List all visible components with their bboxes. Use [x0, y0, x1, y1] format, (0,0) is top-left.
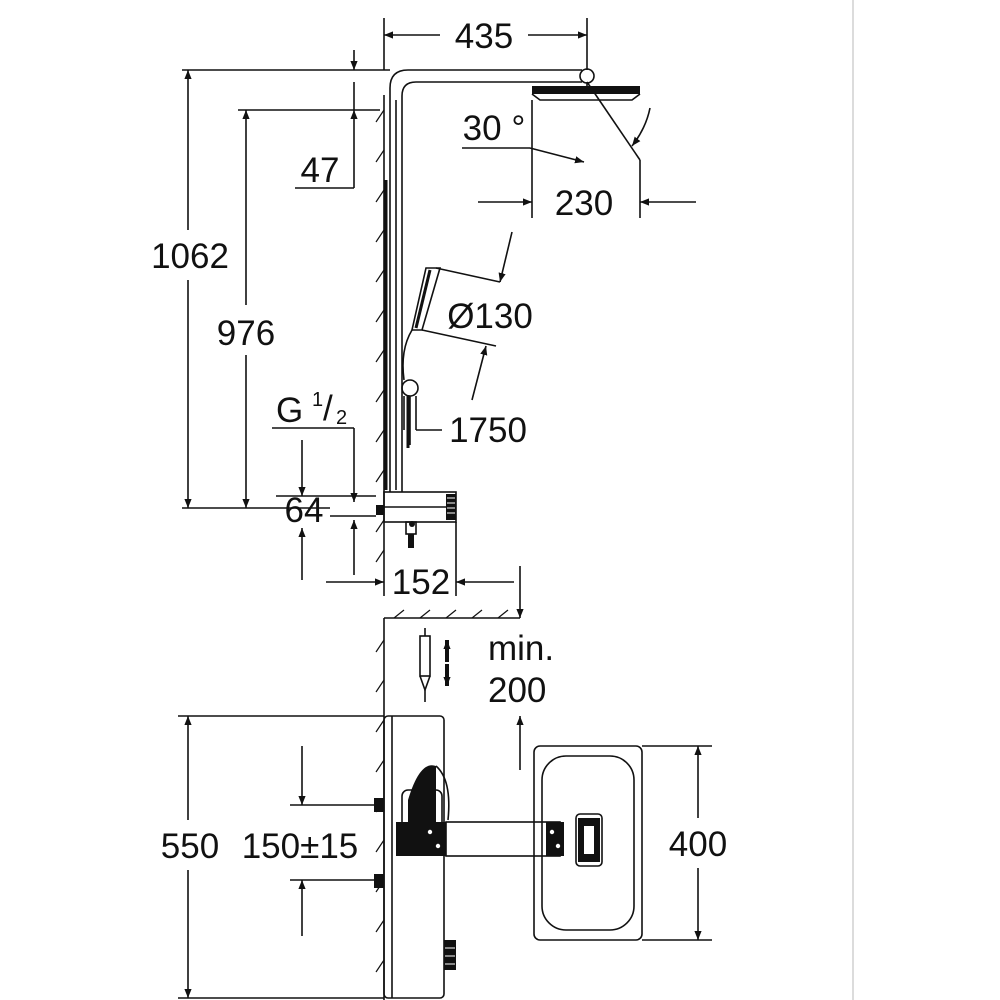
side-view: 435 1062 976 47 — [151, 17, 696, 602]
connection-numerator: 1 — [312, 389, 323, 411]
dim-64: 64 — [276, 440, 376, 580]
dim-150: 150±15 — [242, 746, 374, 936]
riser-pipe — [384, 69, 582, 492]
min-value: 200 — [488, 671, 546, 710]
wall-hatch — [375, 109, 385, 563]
thermostat-panel — [374, 715, 456, 999]
frame-line — [852, 0, 854, 1000]
dim-152: 152 — [326, 522, 514, 602]
min-label: min. — [488, 629, 554, 668]
dim-152-label: 152 — [392, 563, 450, 602]
dim-angle-label: 30 ° — [463, 109, 526, 148]
dim-435: 435 — [383, 17, 588, 70]
dim-hand-shower-label: Ø130 — [447, 297, 533, 336]
connection-denominator: 2 — [336, 407, 347, 429]
connection-thread: G — [276, 391, 303, 430]
dim-435-label: 435 — [455, 17, 513, 56]
connection-label: G 1 / 2 — [272, 389, 358, 502]
head-shower — [531, 68, 641, 101]
dim-400-label: 400 — [669, 825, 727, 864]
shelf-arm — [427, 813, 603, 867]
thermostat-body — [376, 491, 457, 548]
dim-550: 550 — [161, 715, 384, 999]
dim-400: 400 — [642, 745, 727, 941]
dim-1750: 1750 — [416, 411, 527, 450]
dim-230: 230 — [478, 100, 696, 223]
dim-1062-label: 1062 — [151, 237, 229, 276]
head-shower-top — [533, 745, 643, 941]
dim-976: 976 — [217, 109, 380, 508]
dim-angle-30: 30 ° — [462, 81, 651, 164]
dim-230-label: 230 — [555, 184, 613, 223]
dim-47-label: 47 — [301, 151, 340, 190]
dim-150-label: 150±15 — [242, 827, 359, 866]
dim-64-label: 64 — [285, 491, 324, 530]
connection-slash: / — [323, 389, 333, 428]
dim-47: 47 — [295, 50, 358, 190]
top-view: min. 200 — [161, 566, 727, 1000]
dim-976-label: 976 — [217, 314, 275, 353]
dim-hand-shower: Ø130 — [421, 231, 533, 401]
hand-shower — [401, 267, 442, 448]
drill-icon — [419, 628, 451, 702]
dim-550-label: 550 — [161, 827, 219, 866]
dim-1750-label: 1750 — [449, 411, 527, 450]
dim-1062: 1062 — [151, 69, 390, 509]
